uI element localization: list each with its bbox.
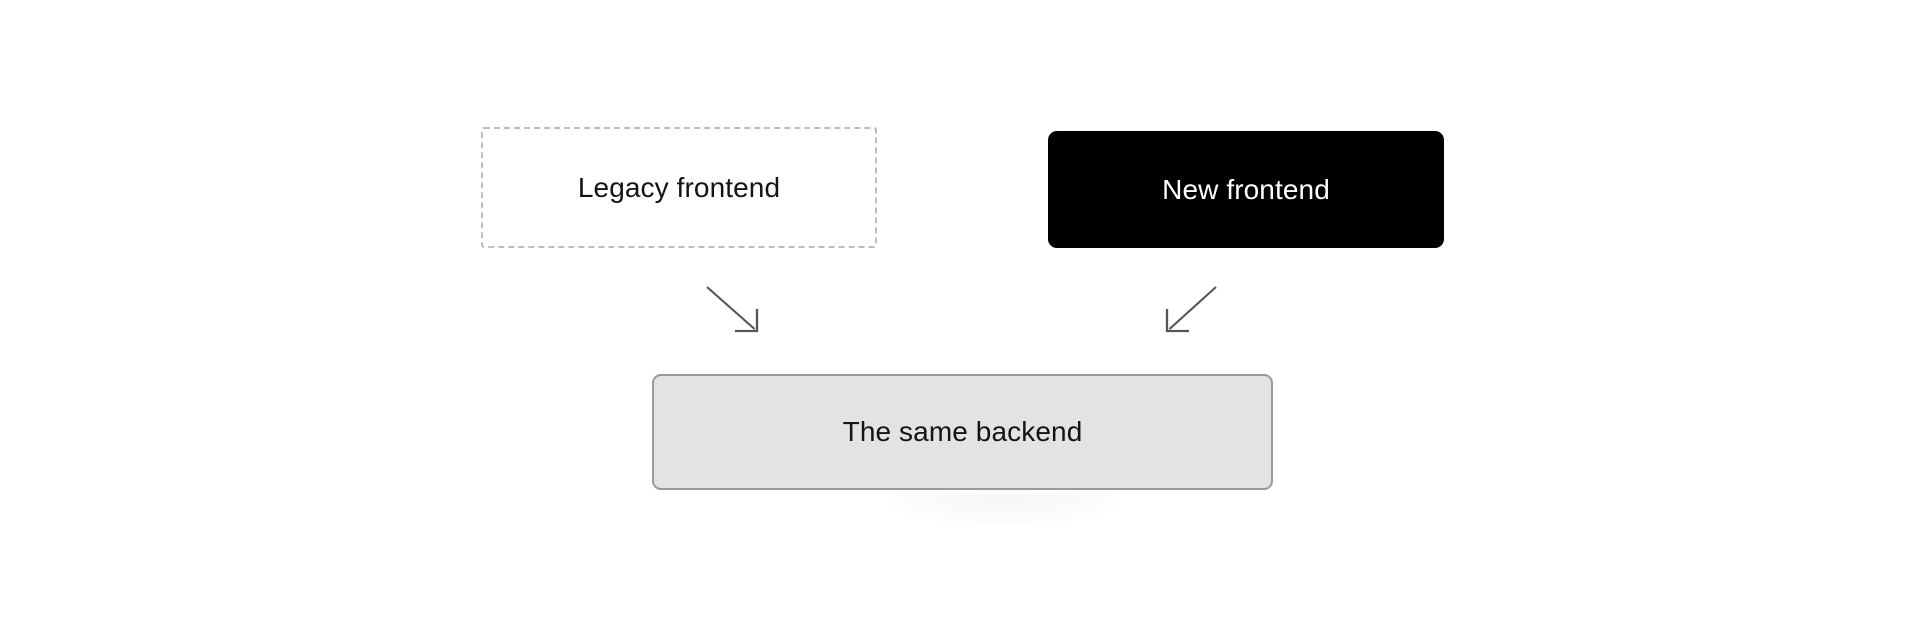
node-new-frontend-label: New frontend [1162,173,1330,205]
arrow-legacy-to-backend [706,286,759,333]
node-legacy-frontend-label: Legacy frontend [577,171,781,203]
arrow-new-to-backend [1165,286,1217,333]
node-same-backend[interactable]: The same backend [652,374,1273,490]
node-legacy-frontend[interactable]: Legacy frontend [481,127,877,248]
backend-box-shadow [890,494,1120,526]
node-same-backend-label: The same backend [842,416,1083,448]
node-new-frontend[interactable]: New frontend [1048,131,1444,248]
